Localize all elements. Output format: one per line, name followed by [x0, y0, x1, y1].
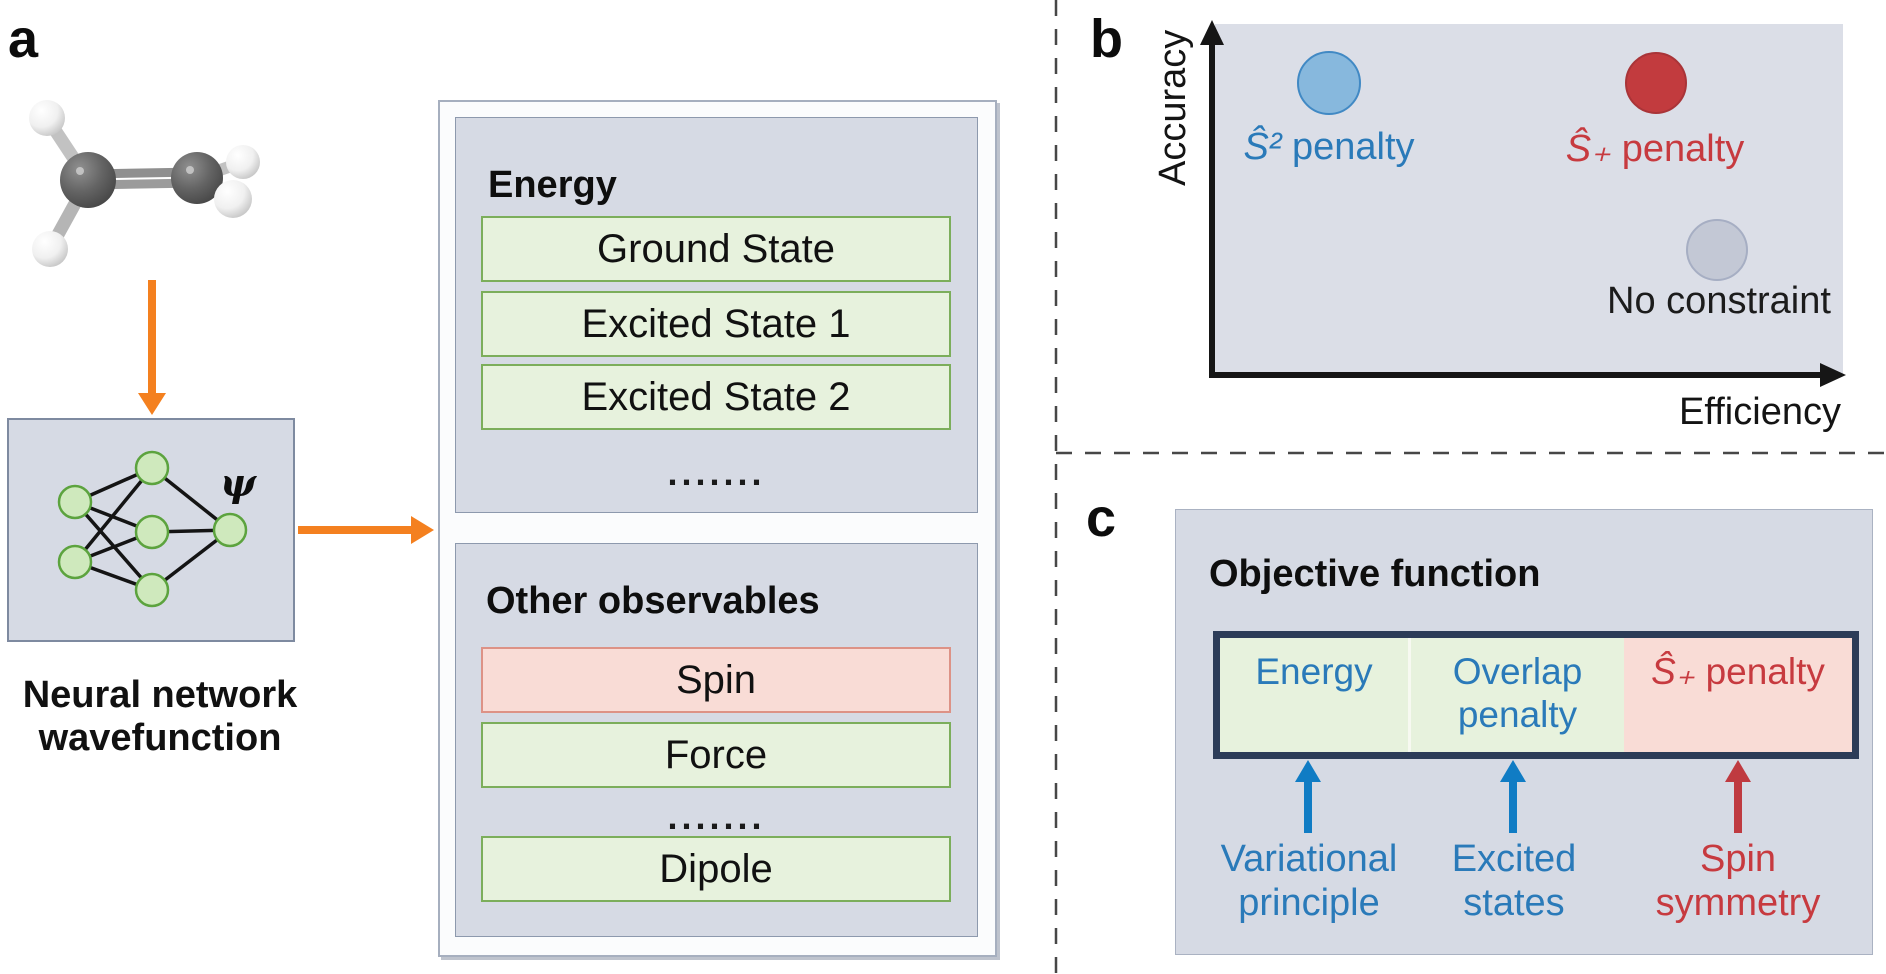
outputs-container: Energy Ground State Excited State 1 Exci… — [438, 100, 997, 957]
observables-ellipsis: ....... — [667, 796, 766, 837]
arrow-molecule-to-network — [138, 280, 166, 415]
nn-caption-line2: wavefunction — [38, 717, 282, 759]
energy-panel: Energy Ground State Excited State 1 Exci… — [455, 117, 978, 513]
energy-state-box: Excited State 2 — [481, 364, 951, 430]
hydrogen-atom — [226, 145, 260, 179]
energy-state-box: Ground State — [481, 216, 951, 282]
objective-function-bar: Energy Overlap penalty Ŝ₊ penalty — [1213, 631, 1859, 759]
panel-a-label: a — [8, 9, 39, 69]
x-axis-label: Efficiency — [1679, 391, 1841, 433]
annotation-spin-symmetry: Spin symmetry — [1655, 838, 1821, 924]
objective-function-panel: Objective function Energy Overlap penalt… — [1175, 509, 1873, 955]
bar-segment-energy: Energy — [1220, 638, 1411, 752]
s-plus-symbol: Ŝ₊ — [1565, 128, 1612, 170]
observable-box-spin: Spin — [481, 647, 951, 713]
arrow-network-to-outputs — [298, 516, 434, 544]
nn-nodes — [57, 450, 248, 608]
hydrogen-atom — [29, 100, 65, 136]
energy-ellipsis: ....... — [667, 452, 766, 493]
neural-network-box: ψ — [7, 418, 295, 642]
s-plus-penalty-label: Ŝ₊ penalty — [1565, 128, 1745, 170]
panel-b-label: b — [1090, 9, 1123, 69]
annotation-excited-states: Excited states — [1451, 838, 1577, 924]
objective-function-title: Objective function — [1209, 553, 1541, 595]
energy-state-box: Excited State 1 — [481, 291, 951, 357]
carbon-atom — [171, 152, 223, 204]
specular-highlight — [186, 166, 194, 174]
annotation-variational-principle: Variational principle — [1220, 838, 1398, 924]
s2-symbol: Ŝ² — [1243, 126, 1282, 168]
neural-network-diagram: ψ — [57, 450, 257, 608]
hydrogen-atom — [32, 231, 68, 267]
panel-c-label: c — [1086, 488, 1117, 548]
no-constraint-label: No constraint — [1607, 280, 1831, 322]
s2-penalty-label: Ŝ² penalty — [1243, 126, 1415, 168]
bar-segment-s-plus-penalty: Ŝ₊ penalty — [1624, 638, 1852, 752]
hydrogen-atom — [214, 180, 252, 218]
psi-symbol: ψ — [220, 460, 257, 505]
ethylene-molecule-icon — [29, 100, 260, 267]
observables-panel: Other observables Spin Force ....... Dip… — [455, 543, 978, 937]
nn-caption: Neural network wavefunction — [0, 674, 325, 760]
observable-box-force: Force — [481, 722, 951, 788]
observable-box-dipole: Dipole — [481, 836, 951, 902]
carbon-atom — [60, 152, 116, 208]
energy-panel-title: Energy — [488, 164, 617, 206]
observables-panel-title: Other observables — [486, 580, 820, 622]
nn-caption-line1: Neural network — [22, 674, 298, 716]
bar-segment-overlap-penalty: Overlap penalty — [1411, 638, 1624, 752]
specular-highlight — [76, 167, 84, 175]
